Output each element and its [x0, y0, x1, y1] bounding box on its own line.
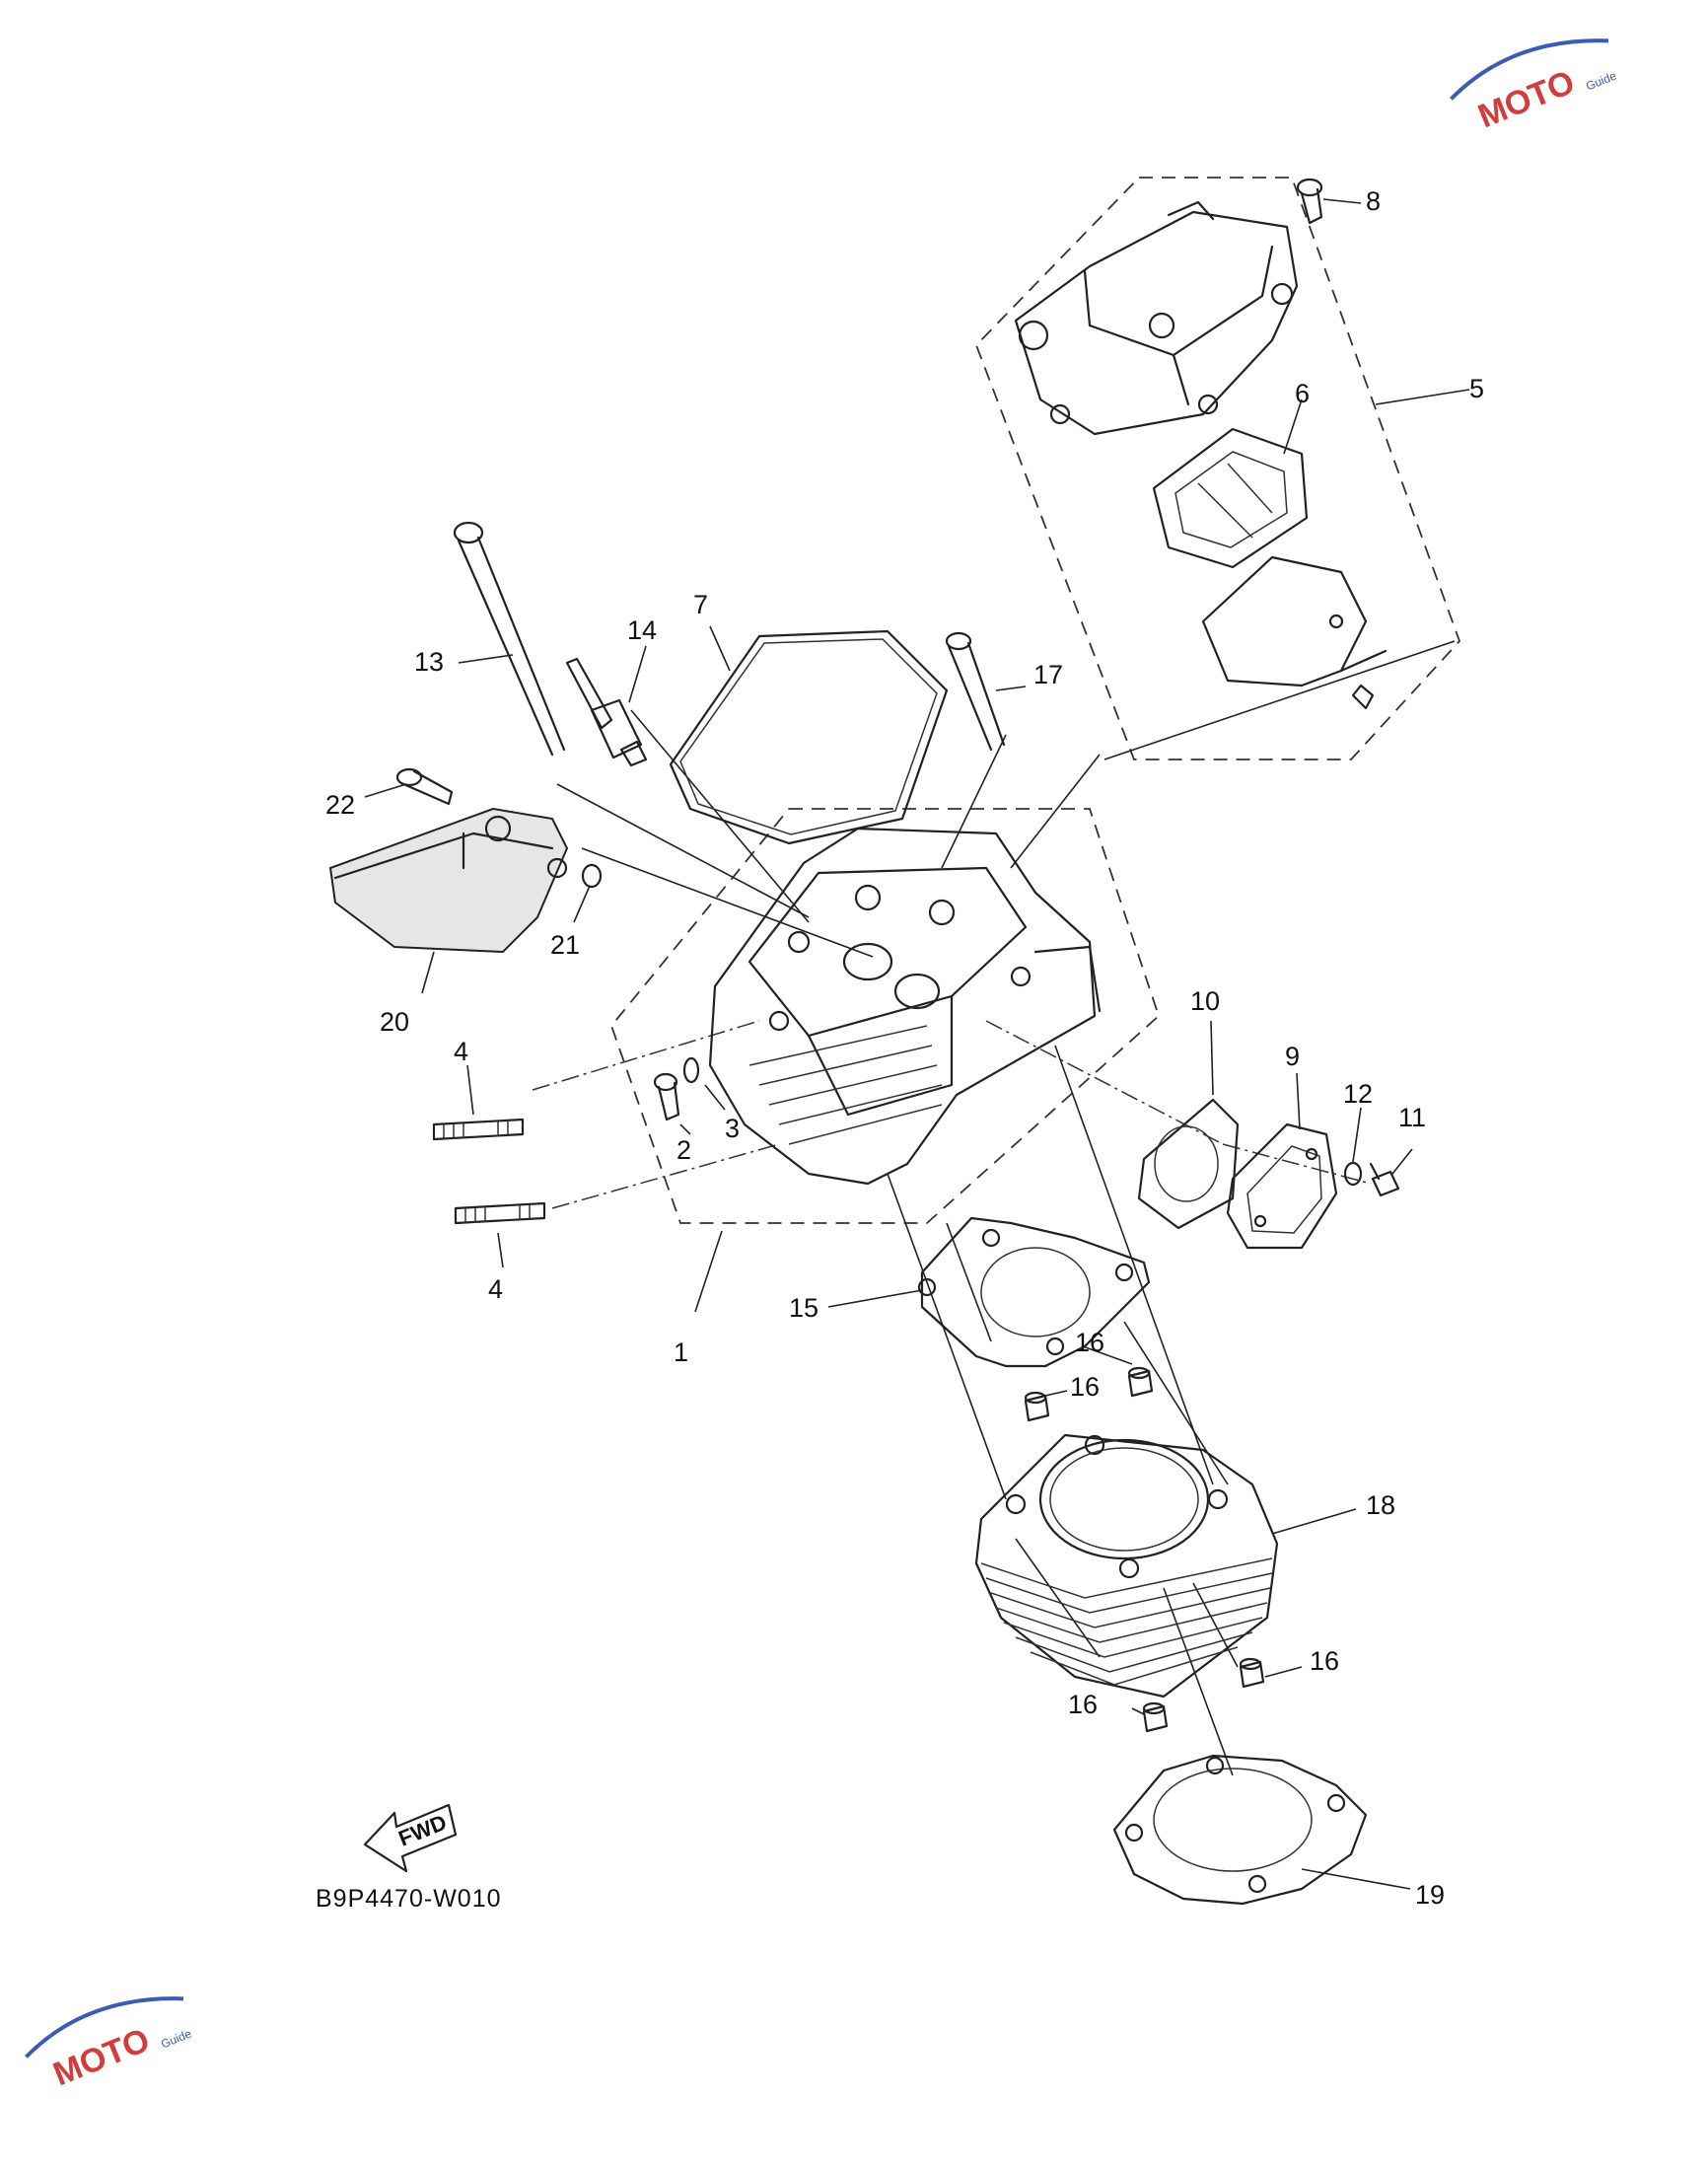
callout-7: 7: [693, 590, 708, 619]
part-19-base-gasket: [1112, 1754, 1368, 1906]
callout-12: 12: [1343, 1079, 1373, 1109]
part-14-spark-plug: [565, 657, 648, 767]
part-15-head-gasket: [917, 1216, 1151, 1368]
part-16-dowel-pin-c: [1239, 1657, 1265, 1689]
callout-20: 20: [380, 1007, 409, 1037]
diagram-code: B9P4470-W010: [316, 1885, 502, 1913]
callout-16-a: 16: [1075, 1328, 1104, 1357]
part-6-cover-gasket: [1152, 427, 1309, 569]
callout-16-b: 16: [1070, 1372, 1100, 1402]
callout-22: 22: [325, 790, 355, 820]
callout-11: 11: [1398, 1103, 1426, 1132]
callout-5: 5: [1469, 374, 1484, 403]
breather-plate: [1201, 555, 1388, 710]
part-9-cover: [1226, 1122, 1338, 1250]
callout-13: 13: [414, 647, 444, 677]
callout-1: 1: [674, 1338, 688, 1367]
cylinder-head-cover-group-outline: [974, 177, 1461, 760]
part-16-dowel-pin-d: [1142, 1701, 1169, 1733]
callout-2: 2: [676, 1135, 691, 1165]
callout-8: 8: [1366, 186, 1381, 216]
part-3-washer: [682, 1056, 700, 1084]
callout-21: 21: [550, 930, 580, 960]
part-22-bolt: [395, 767, 454, 806]
callout-4-lower: 4: [488, 1274, 503, 1304]
watermark-logo-top-right: MOTO Guide: [1450, 38, 1618, 135]
callout-16-c: 16: [1310, 1646, 1339, 1676]
callout-16-d: 16: [1068, 1690, 1098, 1719]
svg-text:Guide: Guide: [159, 2026, 193, 2051]
alignment-lines: [532, 640, 1456, 1776]
part-18-cylinder-block: [974, 1433, 1279, 1699]
part-21-washer: [581, 863, 603, 889]
watermark-logo-bottom-left: MOTO Guide: [25, 1996, 193, 2093]
part-12-washer: [1343, 1161, 1363, 1187]
callout-15: 15: [789, 1293, 818, 1323]
callout-9: 9: [1285, 1042, 1300, 1071]
callout-19: 19: [1415, 1880, 1445, 1910]
part-17-stud-bolt: [945, 631, 1006, 752]
part-7-head-cover-seal: [669, 629, 949, 845]
part-4-stud-upper: [432, 1118, 525, 1141]
callout-6: 6: [1295, 379, 1310, 408]
callout-4-upper: 4: [454, 1037, 468, 1066]
callout-3: 3: [725, 1114, 740, 1143]
part-13-stud-bolt: [453, 521, 566, 757]
part-2-bolt: [653, 1072, 680, 1121]
part-20-side-cover: [328, 807, 569, 954]
forward-arrow-icon: FWD: [363, 1803, 458, 1873]
callout-10: 10: [1190, 986, 1220, 1016]
svg-text:MOTO: MOTO: [48, 2021, 155, 2093]
svg-text:Guide: Guide: [1584, 68, 1618, 93]
part-11-bolt: [1369, 1162, 1400, 1197]
svg-text:MOTO: MOTO: [1473, 63, 1580, 135]
part-16-dowel-pin-a: [1127, 1366, 1154, 1398]
part-16-dowel-pin-b: [1024, 1391, 1050, 1422]
cylinder-head-group-outline: [609, 808, 1161, 1224]
callout-17: 17: [1033, 660, 1063, 689]
callout-labels: 1 2 3 4 4 5 6 7 8 9 10 11 12 13 14 15 16…: [325, 186, 1484, 1910]
part-1-cylinder-head: [708, 827, 1102, 1186]
part-5-cylinder-head-cover: [1014, 200, 1299, 436]
part-8-bolt: [1296, 178, 1323, 225]
part-4-stud-lower: [454, 1201, 546, 1225]
callout-18: 18: [1366, 1490, 1395, 1520]
callout-14: 14: [627, 615, 657, 645]
part-10-gasket: [1137, 1098, 1240, 1230]
